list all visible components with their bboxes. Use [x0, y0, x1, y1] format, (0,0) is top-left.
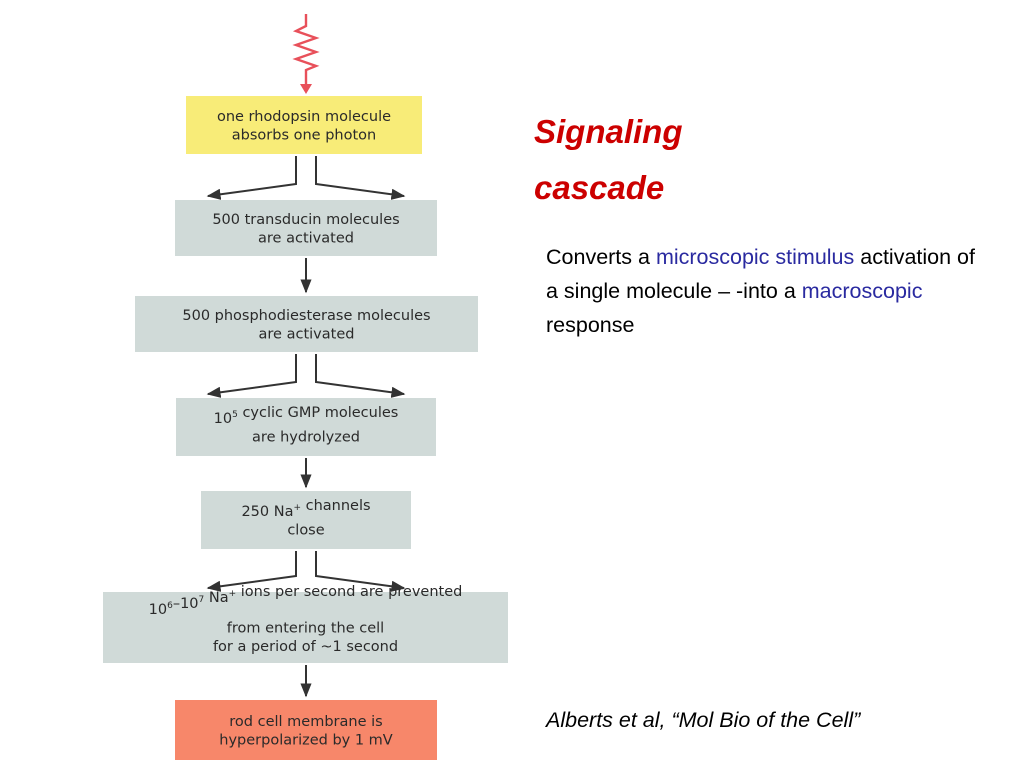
cascade-box-1-line-2: absorbs one photon: [232, 127, 376, 143]
cascade-box-4-line-2: are hydrolyzed: [252, 429, 360, 445]
photon-arrowhead-icon: [300, 84, 312, 94]
description-text: Converts a microscopic stimulus activati…: [546, 240, 986, 342]
cascade-box-6-line-2: from entering the cell: [227, 621, 384, 637]
cascade-arrow-5-left: [206, 551, 297, 592]
description-highlight-microscopic: microscopic stimulus: [655, 245, 855, 269]
cascade-box-5: [201, 491, 411, 549]
cascade-box-1: [186, 96, 422, 154]
cascade-box-7: [175, 700, 437, 760]
cascade-arrow-1-left: [206, 156, 297, 200]
cascade-box-7-line-1: rod cell membrane is: [229, 714, 382, 730]
description-part-3: response: [546, 313, 635, 337]
cascade-box-2-line-1: 500 transducin molecules: [212, 212, 399, 228]
title-line-1: Signaling: [534, 113, 683, 150]
cascade-arrow-3-right: [315, 354, 406, 398]
cascade-box-6: [103, 592, 508, 663]
cascade-box-6-line-1: 106–107 Na+ ions per second are prevente…: [149, 584, 463, 618]
cascade-box-7-line-2: hyperpolarized by 1 mV: [219, 732, 393, 748]
cascade-arrow-5-right: [315, 551, 406, 592]
cascade-arrow-3-left: [206, 354, 297, 398]
cascade-box-5-line-2: close: [287, 522, 324, 538]
cascade-box-2: [175, 200, 437, 256]
slide-title: Signaling cascade: [534, 104, 683, 216]
cascade-box-1-line-1: one rhodopsin molecule: [217, 109, 391, 125]
cascade-box-5-line-1: 250 Na+ channels: [241, 498, 370, 520]
description-part-2: activation of a single molecule – -into …: [546, 245, 975, 303]
cascade-arrow-1-right: [315, 156, 406, 200]
description-highlight-macroscopic: macroscopic: [801, 279, 923, 303]
cascade-box-4-line-1: 105 cyclic GMP molecules: [214, 405, 399, 427]
cascade-box-6-line-3: for a period of ~1 second: [213, 639, 398, 655]
cascade-box-2-line-2: are activated: [258, 230, 354, 246]
photon-zigzag-icon: [292, 14, 320, 86]
cascade-box-3: [135, 296, 478, 352]
cascade-box-3-line-2: are activated: [259, 326, 355, 342]
description-part-1: Converts a: [546, 245, 656, 269]
cascade-box-3-line-1: 500 phosphodiesterase molecules: [182, 308, 430, 324]
title-line-2: cascade: [534, 169, 665, 206]
cascade-box-4: [176, 398, 436, 456]
citation: Alberts et al, “Mol Bio of the Cell”: [546, 708, 861, 732]
